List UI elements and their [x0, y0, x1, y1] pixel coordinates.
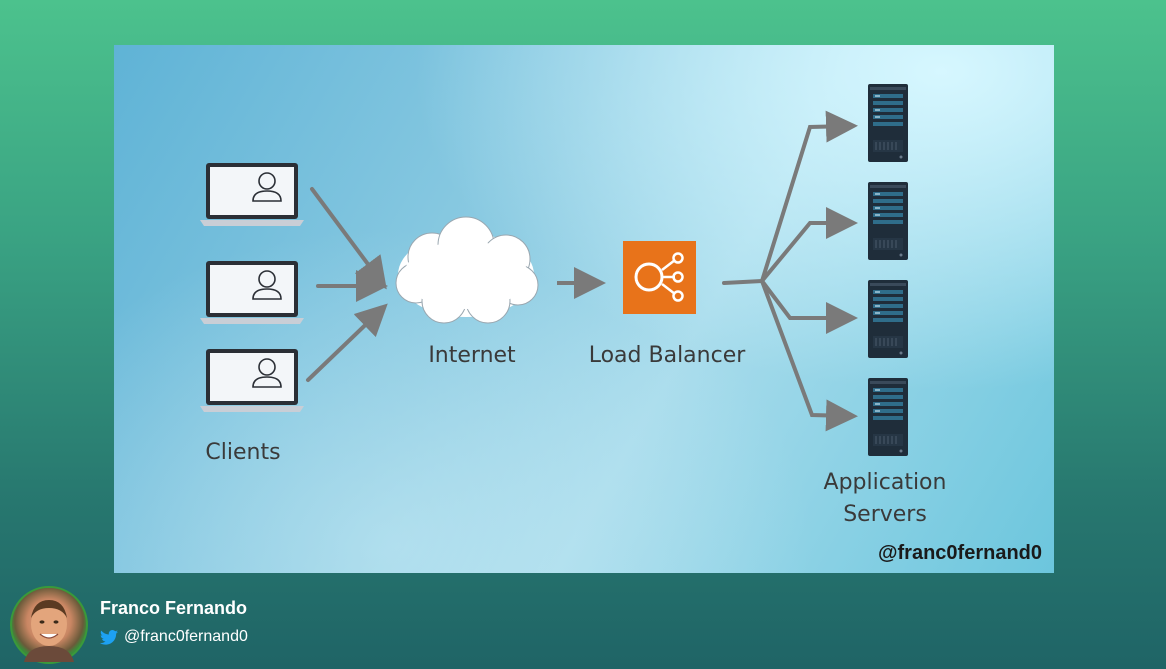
server-2-icon — [867, 181, 909, 261]
twitter-bird-icon — [100, 629, 118, 645]
watermark: @franc0fernand0 — [878, 542, 1042, 564]
app-servers-label-line2: Servers — [843, 502, 927, 527]
arrow-lb-server4 — [760, 279, 858, 432]
clients-label: Clients — [205, 440, 281, 465]
arrow-lb-server3 — [760, 279, 858, 334]
arrow-client1-internet — [310, 187, 387, 290]
twitter-handle[interactable]: @franc0fernand0 — [124, 628, 248, 645]
author-footer: Franco Fernando @franc0fernand0 — [0, 582, 1166, 669]
arrow-lb-server2 — [760, 207, 858, 283]
load-balancer-label: Load Balancer — [588, 343, 746, 368]
twitter-handle-row[interactable]: @franc0fernand0 — [100, 628, 248, 646]
server-3-icon — [867, 279, 909, 359]
author-name: Franco Fernando — [100, 598, 248, 618]
client-laptop-1-icon — [199, 162, 305, 227]
server-1-icon — [867, 83, 909, 163]
diagram-panel: Clients Internet Load Balancer Applicati… — [114, 45, 1054, 573]
client-laptop-3-icon — [199, 348, 305, 413]
arrow-client3-internet — [306, 303, 388, 382]
avatar — [10, 586, 88, 664]
avatar-face-icon — [24, 600, 74, 662]
client-arrows — [306, 187, 388, 382]
diagram-canvas — [199, 83, 909, 457]
server-4-icon — [867, 377, 909, 457]
client-laptop-2-icon — [199, 260, 305, 325]
arrow-lb-server1 — [760, 110, 858, 283]
internet-label: Internet — [428, 343, 516, 368]
cloud-icon — [395, 216, 539, 324]
server-arrows — [722, 110, 858, 432]
load-balancer-icon — [623, 241, 696, 314]
app-servers-label-line1: Application — [823, 470, 947, 495]
